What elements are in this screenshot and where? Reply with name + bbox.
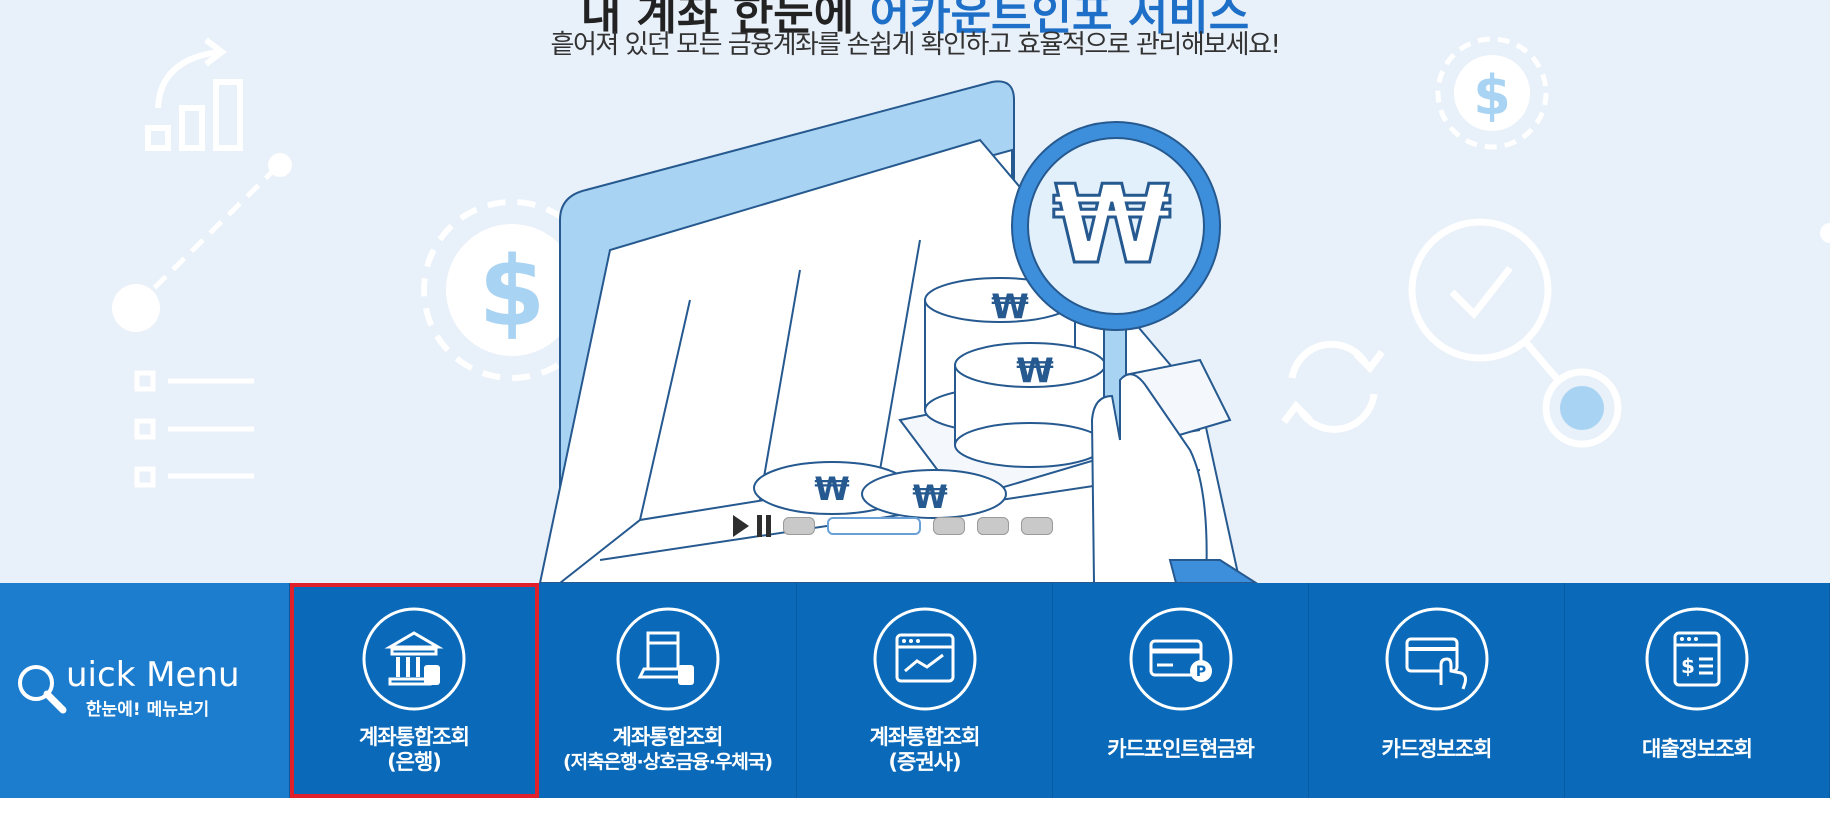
slide-indicator-active[interactable] xyxy=(827,517,921,535)
quick-menu-item-card-points[interactable]: P 카드포인트현금화 xyxy=(1053,583,1309,798)
hero-illustration: $ $ xyxy=(112,36,1830,583)
pause-icon[interactable] xyxy=(757,515,771,537)
quick-menu-bar: uick Menu 한눈에! 메뉴보기 계좌통합조회 (은행) xyxy=(0,583,1830,798)
quick-menu-label: 계좌통합조회 (은행) xyxy=(359,725,470,774)
refresh-icon xyxy=(1281,340,1385,433)
loan-document-icon: $ xyxy=(1645,607,1749,711)
svg-text:$: $ xyxy=(1681,654,1695,678)
hero-banner: 내 계좌 한눈에 어카운트인포 서비스 흩어져 있던 모든 금융계좌를 손쉽게 … xyxy=(0,0,1830,583)
check-circle-icon xyxy=(1408,218,1622,448)
hero-title-part2: 어카운트인포 서비스 xyxy=(869,0,1250,40)
quick-menu-title: uick Menu 한눈에! 메뉴보기 xyxy=(0,583,290,798)
wallet-illustration xyxy=(538,80,1242,583)
slide-indicator[interactable] xyxy=(933,517,965,535)
dollar-badge-icon: $ xyxy=(1435,36,1549,150)
hand-icon xyxy=(1090,373,1258,583)
magnifier-icon xyxy=(18,665,67,714)
quick-menu-label: 대출정보조회 xyxy=(1642,737,1753,761)
growth-chart-icon xyxy=(145,37,243,151)
quick-menu-label: 계좌통합조회 (저축은행·상호금융·우체국) xyxy=(562,725,773,773)
svg-text:$: $ xyxy=(1473,64,1511,127)
stock-chart-icon xyxy=(873,607,976,711)
play-icon[interactable] xyxy=(733,515,749,537)
quick-menu-subheading: 한눈에! 메뉴보기 xyxy=(86,700,210,720)
card-touch-icon xyxy=(1385,607,1488,711)
dotted-path-icon xyxy=(112,153,292,332)
slide-indicator[interactable] xyxy=(977,517,1009,535)
slide-indicator[interactable] xyxy=(1021,517,1053,535)
quick-menu-label: 카드정보조회 xyxy=(1381,737,1493,761)
magnifier-icon: ₩ xyxy=(1011,121,1221,431)
svg-text:₩: ₩ xyxy=(1052,163,1171,288)
quick-menu-item-loan-info[interactable]: $ 대출정보조회 xyxy=(1565,583,1830,798)
hero-title: 내 계좌 한눈에 어카운트인포 서비스 xyxy=(0,0,1830,42)
svg-text:₩: ₩ xyxy=(912,478,947,516)
slide-indicator[interactable] xyxy=(783,517,815,535)
hero-subtitle: 흩어져 있던 모든 금융계좌를 손쉽게 확인하고 효율적으로 관리해보세요! xyxy=(550,30,1281,60)
card-point-icon: P xyxy=(1129,607,1232,711)
quick-menu-item-bank-accounts[interactable]: 계좌통합조회 (은행) xyxy=(290,583,539,798)
quick-menu-item-savings-accounts[interactable]: 계좌통합조회 (저축은행·상호금융·우체국) xyxy=(539,583,797,798)
svg-text:$: $ xyxy=(479,236,546,348)
quick-menu-label: 계좌통합조회 (증권사) xyxy=(869,725,981,774)
slider-controls xyxy=(733,514,1053,538)
svg-text:P: P xyxy=(1195,664,1205,680)
hero-title-part1: 내 계좌 한눈에 xyxy=(580,0,855,40)
quick-menu-item-card-info[interactable]: 카드정보조회 xyxy=(1309,583,1565,798)
quick-menu-item-securities-accounts[interactable]: 계좌통합조회 (증권사) xyxy=(797,583,1053,798)
svg-text:₩: ₩ xyxy=(814,470,849,508)
dollar-coin-icon: $ xyxy=(421,199,603,381)
svg-text:₩: ₩ xyxy=(1016,351,1054,391)
bank-icon xyxy=(362,607,466,711)
quick-menu-heading: uick Menu xyxy=(66,655,240,695)
quick-menu-label: 카드포인트현금화 xyxy=(1107,737,1255,761)
savings-bank-icon xyxy=(616,607,719,711)
svg-text:₩: ₩ xyxy=(991,287,1029,327)
list-icon xyxy=(134,370,254,488)
